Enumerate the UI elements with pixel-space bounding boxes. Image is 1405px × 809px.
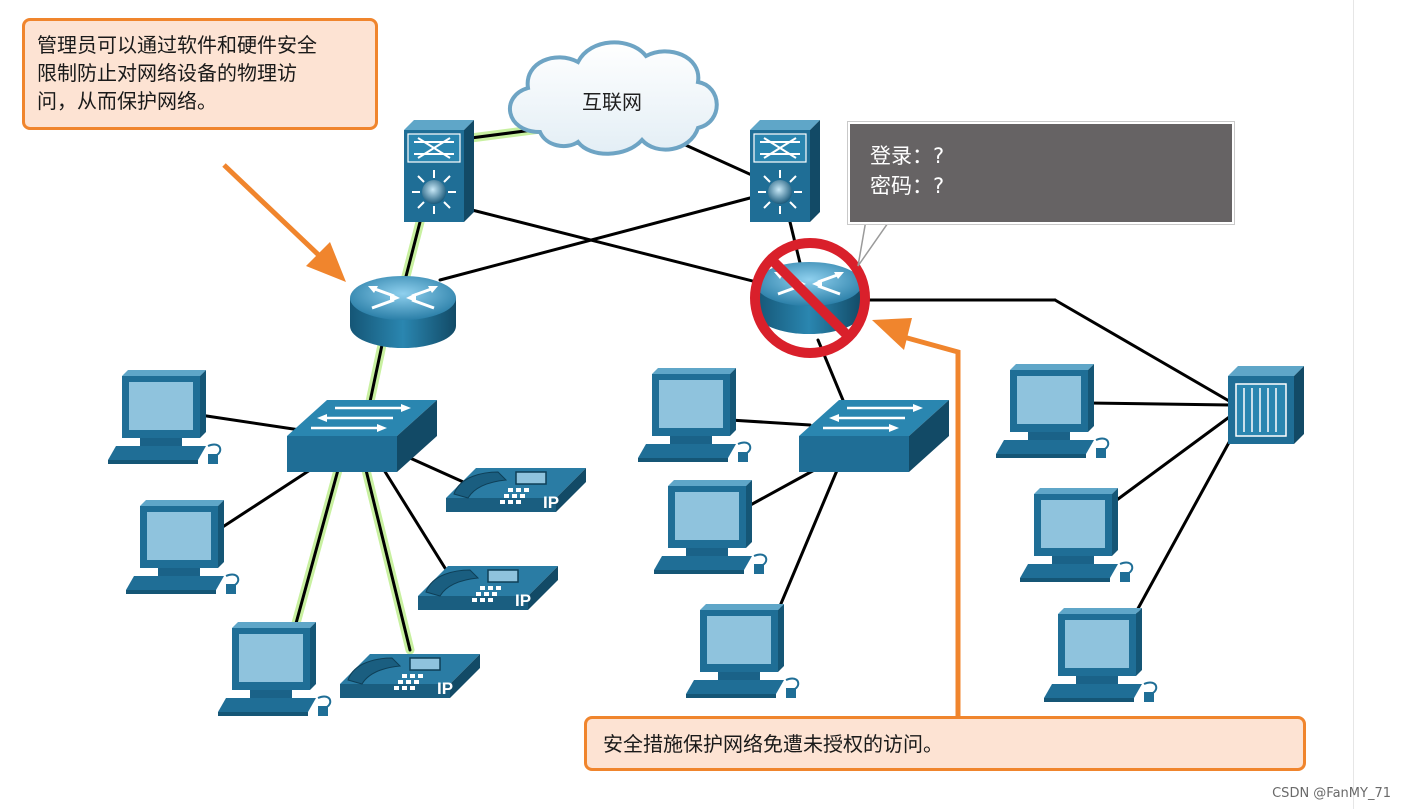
ip-phone-icon: IP bbox=[417, 565, 559, 611]
cloud-icon bbox=[507, 40, 719, 156]
arrow-icon bbox=[222, 163, 346, 282]
page-divider bbox=[1353, 0, 1354, 809]
admin-callout-line: 限制防止对网络设备的物理访 bbox=[37, 61, 297, 85]
pc-icon bbox=[125, 499, 240, 595]
ip-phone-label: IP bbox=[543, 493, 559, 512]
server-icon bbox=[1228, 366, 1304, 444]
watermark: CSDN @FanMY_71 bbox=[1272, 786, 1391, 801]
admin-callout-line: 管理员可以通过软件和硬件安全 bbox=[37, 33, 317, 57]
ip-phone-icon: IP bbox=[445, 467, 587, 513]
ip-phone-icon: IP bbox=[339, 653, 481, 699]
pc-icon bbox=[1019, 487, 1134, 583]
password-label: 密码：? bbox=[870, 174, 945, 198]
pc-icon bbox=[653, 479, 768, 575]
router-icon bbox=[348, 274, 458, 350]
login-prompt-box: 登录：? 密码：? bbox=[848, 122, 1234, 224]
pc-icon bbox=[107, 369, 222, 465]
arrow-icon bbox=[872, 318, 961, 716]
internet-label: 互联网 bbox=[582, 90, 642, 114]
no-entry-icon bbox=[750, 238, 870, 358]
admin-callout: 管理员可以通过软件和硬件安全 限制防止对网络设备的物理访 问，从而保护网络。 bbox=[22, 18, 378, 130]
multilayer-switch-icon bbox=[403, 119, 475, 223]
admin-callout-line: 问，从而保护网络。 bbox=[37, 89, 217, 113]
security-callout: 安全措施保护网络免遭未授权的访问。 bbox=[584, 716, 1306, 771]
ip-phone-label: IP bbox=[437, 679, 453, 698]
login-label: 登录：? bbox=[870, 144, 945, 168]
workgroup-switch-icon bbox=[797, 398, 951, 474]
pc-icon bbox=[995, 363, 1110, 459]
pc-icon bbox=[1043, 607, 1158, 703]
pc-icon bbox=[685, 603, 800, 699]
login-pointer bbox=[857, 219, 892, 267]
pc-icon bbox=[217, 621, 332, 717]
pc-icon bbox=[637, 367, 752, 463]
ip-phone-label: IP bbox=[515, 591, 531, 610]
multilayer-switch-icon bbox=[749, 119, 821, 223]
